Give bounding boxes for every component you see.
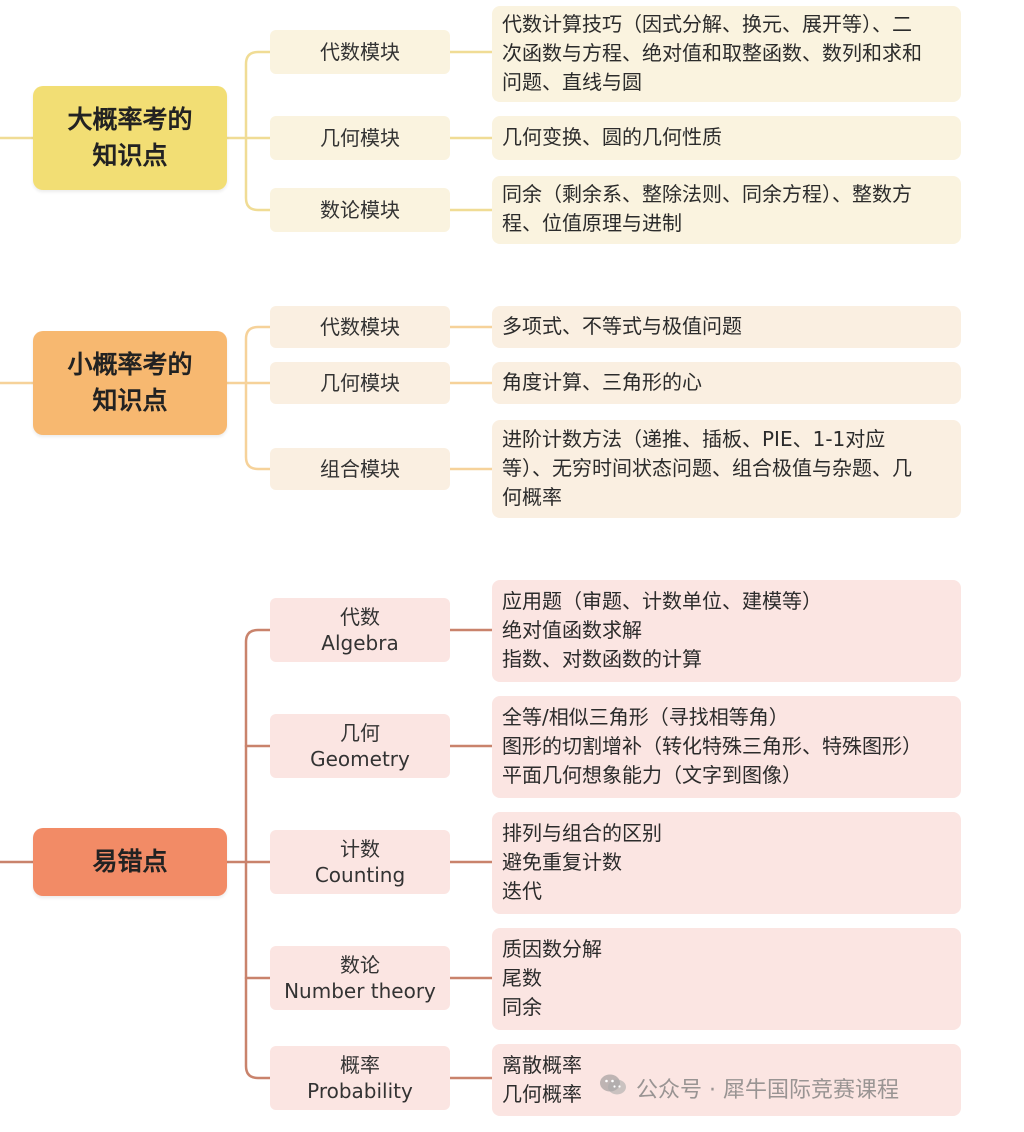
detail-line: 尾数 [502, 966, 542, 990]
branch-geometry-module: 几何模块 [270, 116, 450, 160]
detail-line: 避免重复计数 [502, 850, 622, 874]
detail-box-algebra: 代数计算技巧（因式分解、换元、展开等）、二 次函数与方程、绝对值和取整函数、数列… [492, 6, 961, 102]
detail-box-number-theory: 同余（剩余系、整除法则、同余方程）、整数方 程、位值原理与进制 [492, 176, 961, 244]
branch-counting: 计数 Counting [270, 830, 450, 894]
detail-line: 绝对值函数求解 [502, 618, 642, 642]
root-node-high-probability: 大概率考的 知识点 [33, 86, 227, 190]
branch-label-en: Algebra [321, 631, 399, 655]
detail-box-combinatorics: 进阶计数方法（递推、插板、PIE、1-1对应 等）、无穷时间状态问题、组合极值与… [492, 420, 961, 518]
branch-label-en: Geometry [310, 747, 410, 771]
branch-label: 数论 [340, 953, 380, 977]
detail-line: 排列与组合的区别 [502, 821, 662, 845]
branch-label: 组合模块 [320, 457, 400, 481]
branch-algebra-module: 代数模块 [270, 30, 450, 74]
branch-label: 数论模块 [320, 198, 400, 222]
detail-line: 质因数分解 [502, 937, 602, 961]
detail-line: 平面几何想象能力（文字到图像） [502, 763, 802, 787]
detail-box-geometry: 角度计算、三角形的心 [492, 362, 961, 404]
watermark-text: 公众号 · 犀牛国际竞赛课程 [636, 1078, 899, 1103]
detail-line: 角度计算、三角形的心 [502, 370, 702, 394]
section-1-connectors [0, 50, 494, 212]
root-node-low-probability: 小概率考的 知识点 [33, 331, 227, 435]
detail-line: 等）、无穷时间状态问题、组合极值与杂题、几 [502, 456, 912, 480]
detail-line: 图形的切割增补（转化特殊三角形、特殊图形） [502, 734, 922, 758]
detail-line: 几何概率 [502, 1082, 582, 1106]
branch-label: 计数 [340, 837, 380, 861]
watermark: 公众号 · 犀牛国际竞赛课程 [598, 1072, 899, 1104]
detail-line: 几何变换、圆的几何性质 [502, 125, 722, 149]
detail-line: 同余（剩余系、整除法则、同余方程）、整数方 [502, 182, 912, 206]
branch-number-theory-module: 数论模块 [270, 188, 450, 232]
detail-box-number-theory: 质因数分解 尾数 同余 [492, 928, 961, 1030]
branch-label: 代数模块 [320, 40, 400, 64]
detail-line: 问题、直线与圆 [502, 70, 642, 94]
detail-line: 应用题（审题、计数单位、建模等） [502, 589, 822, 613]
detail-box-probability: 离散概率 几何概率 [492, 1044, 961, 1116]
detail-line: 多项式、不等式与极值问题 [502, 314, 742, 338]
branch-label: 几何 [340, 721, 380, 745]
root-label-line: 知识点 [92, 141, 168, 170]
detail-line: 进阶计数方法（递推、插板、PIE、1-1对应 [502, 427, 886, 451]
section-2-connectors [0, 325, 494, 471]
detail-box-algebra: 应用题（审题、计数单位、建模等） 绝对值函数求解 指数、对数函数的计算 [492, 580, 961, 682]
detail-line: 指数、对数函数的计算 [502, 647, 702, 671]
branch-combinatorics-module: 组合模块 [270, 448, 450, 490]
detail-line: 迭代 [502, 879, 542, 903]
branch-algebra: 代数 Algebra [270, 598, 450, 662]
detail-box-geometry: 全等/相似三角形（寻找相等角） 图形的切割增补（转化特殊三角形、特殊图形） 平面… [492, 696, 961, 798]
branch-label: 几何模块 [320, 126, 400, 150]
detail-line: 全等/相似三角形（寻找相等角） [502, 705, 789, 729]
detail-line: 程、位值原理与进制 [502, 211, 682, 235]
branch-label: 代数模块 [320, 315, 400, 339]
detail-line: 同余 [502, 995, 542, 1019]
detail-line: 何概率 [502, 485, 562, 509]
branch-geometry-module: 几何模块 [270, 362, 450, 404]
branch-label: 几何模块 [320, 371, 400, 395]
branch-geometry: 几何 Geometry [270, 714, 450, 778]
root-label-line: 大概率考的 [67, 105, 193, 134]
section-3-connectors [0, 628, 494, 1080]
detail-box-algebra: 多项式、不等式与极值问题 [492, 306, 961, 348]
branch-label: 概率 [340, 1053, 380, 1077]
branch-number-theory: 数论 Number theory [270, 946, 450, 1010]
root-node-common-mistakes: 易错点 [33, 828, 227, 896]
branch-label: 代数 [340, 605, 380, 629]
detail-box-geometry: 几何变换、圆的几何性质 [492, 116, 961, 160]
wechat-icon [598, 1072, 628, 1104]
detail-line: 次函数与方程、绝对值和取整函数、数列和求和 [502, 41, 922, 65]
branch-label-en: Counting [314, 863, 406, 887]
detail-line: 代数计算技巧（因式分解、换元、展开等）、二 [502, 12, 912, 36]
root-label-line: 易错点 [92, 847, 168, 876]
root-label-line: 知识点 [92, 386, 168, 415]
branch-algebra-module: 代数模块 [270, 306, 450, 348]
detail-line: 离散概率 [502, 1053, 582, 1077]
root-label-line: 小概率考的 [67, 350, 193, 379]
branch-probability: 概率 Probability [270, 1046, 450, 1110]
detail-box-counting: 排列与组合的区别 避免重复计数 迭代 [492, 812, 961, 914]
branch-label-en: Number theory [284, 979, 436, 1003]
branch-label-en: Probability [307, 1079, 413, 1103]
